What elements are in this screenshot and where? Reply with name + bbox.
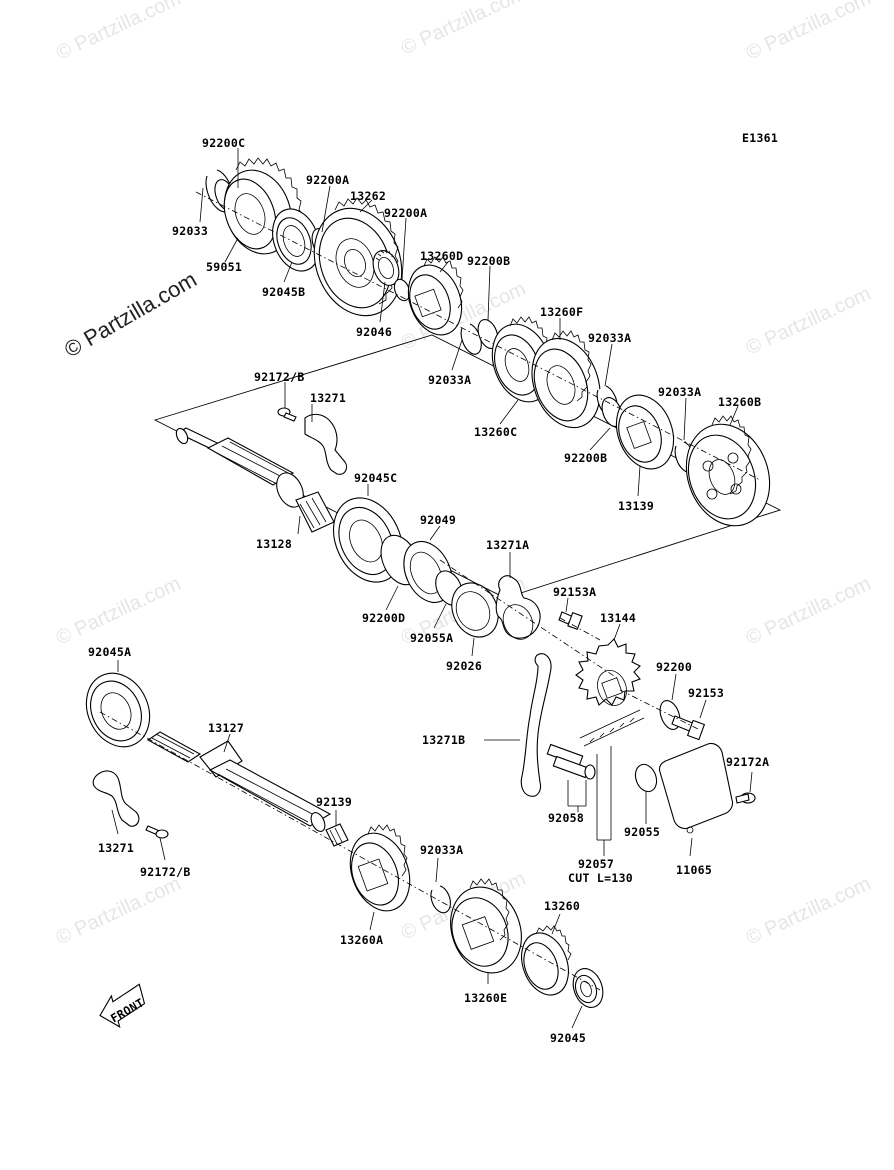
- label-92045: 92045: [550, 1031, 586, 1045]
- drive-chain-92057: [579, 709, 645, 747]
- screw-92172a: [735, 792, 756, 804]
- label-92033a-1: 92033A: [588, 331, 631, 345]
- label-13139: 13139: [618, 499, 654, 513]
- watermark-text: © Partzilla.com: [743, 573, 874, 650]
- gear-13260f: [531, 330, 601, 429]
- label-92045a: 92045A: [88, 645, 131, 659]
- gear-13260e: [450, 878, 522, 974]
- gear-13260a: [349, 824, 411, 912]
- oring-92055: [634, 763, 658, 793]
- label-92172a: 92172A: [726, 755, 769, 769]
- label-11065: 11065: [676, 863, 712, 877]
- gear-13260b: [685, 415, 771, 527]
- label-92033: 92033: [172, 224, 208, 238]
- label-92200a-1: 92200A: [306, 173, 349, 187]
- label-13262: 13262: [350, 189, 386, 203]
- plate-13271-2: [92, 770, 140, 827]
- label-92057: 92057: [578, 857, 614, 871]
- label-92049: 92049: [420, 513, 456, 527]
- diagram-code: E1361: [742, 131, 778, 145]
- watermark-text: © Partzilla.com: [53, 873, 184, 950]
- label-13127: 13127: [208, 721, 244, 735]
- input-shaft-13127: [146, 731, 332, 832]
- label-92172b-2: 92172/B: [140, 865, 191, 879]
- label-92200c: 92200C: [202, 136, 245, 150]
- label-13144: 13144: [600, 611, 636, 625]
- label-92200a-2: 92200A: [384, 206, 427, 220]
- label-92033a-3: 92033A: [658, 385, 701, 399]
- chain-joint-92058: [546, 743, 596, 780]
- plate-13271a: [495, 575, 541, 639]
- label-13260b: 13260B: [718, 395, 761, 409]
- label-92153: 92153: [688, 686, 724, 700]
- plate-13271-1: [304, 413, 348, 475]
- label-92046: 92046: [356, 325, 392, 339]
- needle-bearing-92046: [372, 249, 400, 286]
- label-13260d: 13260D: [420, 249, 463, 263]
- gear-13260d: [407, 256, 464, 336]
- label-13260a: 13260A: [340, 933, 383, 947]
- label-92153a: 92153A: [553, 585, 596, 599]
- label-13260f: 13260F: [540, 305, 583, 319]
- upper-gear-stack: [205, 157, 771, 527]
- bearing-92045a: [85, 672, 151, 748]
- collar-92026: [451, 582, 499, 638]
- label-13260: 13260: [544, 899, 580, 913]
- label-92045c: 92045C: [354, 471, 397, 485]
- label-92033a-2: 92033A: [428, 373, 471, 387]
- label-92139: 92139: [316, 795, 352, 809]
- label-92200d: 92200D: [362, 611, 405, 625]
- center-lines: [99, 191, 761, 991]
- label-13271a: 13271A: [486, 538, 529, 552]
- label-13128: 13128: [256, 537, 292, 551]
- circlip-92033a-4: [430, 885, 451, 914]
- hub-13139: [615, 394, 675, 470]
- label-92026: 92026: [446, 659, 482, 673]
- watermark-text: © Partzilla.com: [398, 0, 529, 60]
- watermark-text: © Partzilla.com: [53, 573, 184, 650]
- watermark-main: © Partzilla.com: [60, 267, 201, 363]
- watermark-text: © Partzilla.com: [743, 283, 874, 360]
- gear-13262: [313, 197, 403, 317]
- label-92045b: 92045B: [262, 285, 305, 299]
- front-arrow: FRONT: [99, 983, 146, 1028]
- gear-13260: [521, 925, 572, 996]
- output-shaft-13128: [175, 427, 335, 533]
- cover-11065: [658, 742, 734, 830]
- bolt-92153: [671, 715, 706, 741]
- gear-59051: [223, 157, 304, 259]
- bearing-92045b: [272, 208, 320, 272]
- label-92058: 92058: [548, 811, 584, 825]
- label-13271-2: 13271: [98, 841, 134, 855]
- part-labels: 92200C 92033 59051 92200A 13262 92200A 9…: [88, 136, 769, 1045]
- screw-92172b-1: [277, 407, 297, 422]
- label-92172b-1: 92172/B: [254, 370, 305, 384]
- needle-bearing-92139: [325, 823, 349, 847]
- cut-note: CUT L=130: [568, 871, 633, 885]
- sprocket-13144: [575, 638, 641, 706]
- watermark-text: © Partzilla.com: [743, 873, 874, 950]
- circlip-92033a-1: [460, 323, 482, 355]
- bolt-92153a: [558, 611, 583, 630]
- label-92033a-4: 92033A: [420, 843, 463, 857]
- watermark-text: © Partzilla.com: [743, 0, 874, 65]
- label-92055: 92055: [624, 825, 660, 839]
- label-59051: 59051: [206, 260, 242, 274]
- label-92200b-1: 92200B: [467, 254, 510, 268]
- label-13271b: 13271B: [422, 733, 465, 747]
- label-92200b-2: 92200B: [564, 451, 607, 465]
- label-13271-1: 13271: [310, 391, 346, 405]
- watermark-text: © Partzilla.com: [53, 0, 184, 65]
- label-92055a: 92055A: [410, 631, 453, 645]
- bracket-13271b: [520, 653, 552, 797]
- label-13260e: 13260E: [464, 991, 507, 1005]
- label-13260c: 13260C: [474, 425, 517, 439]
- screw-92172b-2: [145, 825, 169, 839]
- leader-lines: [111, 148, 753, 1029]
- bearing-92045: [572, 968, 604, 1008]
- label-92200: 92200: [656, 660, 692, 674]
